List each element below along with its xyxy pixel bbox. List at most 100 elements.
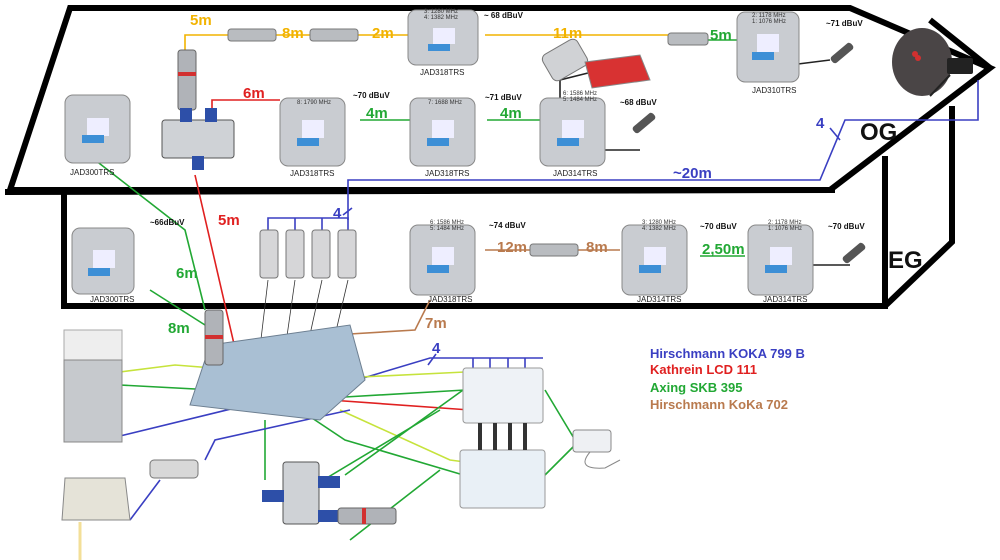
socket-eg-1-level: ~66dBuV xyxy=(150,218,185,227)
legend-item-lcd111: Kathrein LCD 111 xyxy=(650,362,757,377)
socket-og-6-freq-2: 5: 1484 MHz xyxy=(563,97,597,103)
socket-eg-4[interactable] xyxy=(747,224,814,296)
eg-top-line xyxy=(4,187,836,195)
socket-og-3-level: ~71 dBuV xyxy=(826,19,863,28)
socket-og-3[interactable] xyxy=(736,11,800,83)
socket-eg-3-model: JAD314TRS xyxy=(637,295,681,304)
socket-og-5[interactable] xyxy=(409,97,476,167)
antenna-og-2 xyxy=(632,112,656,134)
socket-eg-2-model: JAD318TRS xyxy=(428,295,472,304)
length-brown-12m: 12m xyxy=(497,239,527,256)
inline-filter xyxy=(149,459,199,479)
count-blue-og: 4 xyxy=(816,115,825,132)
socket-eg-3-level: ~70 dBuV xyxy=(700,222,737,231)
f-coupler-3 xyxy=(667,32,709,46)
socket-eg-4-level: ~70 dBuV xyxy=(828,222,865,231)
socket-og-4-level: ~70 dBuV xyxy=(353,91,390,100)
satellite-dish xyxy=(892,28,973,97)
socket-og-6-level: ~68 dBuV xyxy=(620,98,657,107)
socket-eg-4-freq-2: 1: 1076 MHz xyxy=(768,226,802,232)
socket-eg-1-model: JAD300TRS xyxy=(90,295,134,304)
grounding-rail xyxy=(189,324,366,421)
legend-item-skb395: Axing SKB 395 xyxy=(650,380,742,395)
length-green-top: 5m xyxy=(710,27,732,44)
ptc-3 xyxy=(311,229,331,279)
devices xyxy=(61,9,866,560)
dish-icon xyxy=(892,28,952,96)
multiswitch-links xyxy=(478,423,527,450)
eg-side-outline xyxy=(882,106,955,309)
cable-green-8m xyxy=(149,289,206,326)
floor-label-og: OG xyxy=(860,119,897,146)
labels-og: 5m 8m 2m 11m 5m 6m 4m 4m ~20m 4 JAD300TR… xyxy=(70,9,863,182)
length-red-5m: 5m xyxy=(218,212,240,229)
iec-adapter xyxy=(541,38,589,82)
socket-og-3-freq-1: 2: 1178 MHz xyxy=(752,13,786,19)
length-yellow-3: 2m xyxy=(372,25,394,42)
length-green-8m: 8m xyxy=(168,320,190,337)
cable-red-5m xyxy=(194,174,241,371)
splitter-basement[interactable] xyxy=(282,461,320,525)
socket-og-1[interactable] xyxy=(64,94,131,164)
socket-og-2[interactable] xyxy=(407,9,479,66)
socket-og-4-freq-1: 8: 1790 MHz xyxy=(297,100,331,106)
lnb-icon xyxy=(947,58,973,74)
antenna-og-1 xyxy=(830,42,854,64)
socket-eg-2-freq-1: 6: 1586 MHz xyxy=(430,220,464,226)
socket-og-2-freq-2: 4: 1382 MHz xyxy=(424,15,458,21)
cable-blue-20m xyxy=(347,80,979,220)
f-coupler-4 xyxy=(529,243,579,257)
ptc-1 xyxy=(259,229,279,279)
socket-eg-4-model: JAD314TRS xyxy=(763,295,807,304)
socket-og-3-model: JAD310TRS xyxy=(752,86,796,95)
floor-label-eg: EG xyxy=(888,247,923,274)
cable-blue-bus xyxy=(267,217,349,230)
f-coupler-2 xyxy=(309,28,359,42)
socket-eg-1[interactable] xyxy=(71,227,135,295)
socket-og-5-level: ~71 dBuV xyxy=(485,93,522,102)
antenna-eg xyxy=(842,242,866,264)
length-yellow-4: 11m xyxy=(553,25,582,42)
socket-eg-4-freq-1: 2: 1178 MHz xyxy=(768,220,802,226)
multiswitch-2[interactable] xyxy=(459,449,546,509)
labels-eg: ~66dBuV JAD300TRS 6: 1586 MHz 5: 1484 MH… xyxy=(90,205,865,304)
roof-line xyxy=(928,17,992,71)
socket-og-5-freq-1: 7: 1688 MHz xyxy=(428,100,462,106)
cable-red-6m xyxy=(211,99,280,110)
length-brown-7m: 7m xyxy=(425,315,447,332)
count-blue-eg: 4 xyxy=(333,205,342,222)
socket-og-4[interactable] xyxy=(279,97,346,167)
socket-og-1-model: JAD300TRS xyxy=(70,168,114,177)
splitter-og[interactable] xyxy=(161,119,235,159)
length-red-6m: 6m xyxy=(243,85,265,102)
optical-lnb-converter[interactable] xyxy=(61,477,131,521)
cable-legend: Hirschmann KOKA 799 B Kathrein LCD 111 A… xyxy=(650,346,805,412)
socket-og-2-level: ~ 68 dBuV xyxy=(484,11,524,20)
length-blue-20m: ~20m xyxy=(673,165,712,182)
f-coupler-1 xyxy=(227,28,277,42)
legend-item-koka702: Hirschmann KoKa 702 xyxy=(650,397,788,412)
socket-og-3-freq-2: 1: 1076 MHz xyxy=(752,19,786,25)
socket-eg-2-freq-2: 5: 1484 MHz xyxy=(430,226,464,232)
socket-og-5-model: JAD318TRS xyxy=(425,169,469,178)
amplifier-top xyxy=(63,329,123,361)
length-yellow-2: 8m xyxy=(282,25,304,42)
ptc-2 xyxy=(285,229,305,279)
socket-eg-2[interactable] xyxy=(409,224,476,296)
count-blue-basement: 4 xyxy=(432,340,441,357)
socket-og-6[interactable] xyxy=(539,97,606,167)
cable-blue-multiswitch xyxy=(349,357,543,383)
socket-eg-3[interactable] xyxy=(621,224,688,296)
socket-eg-3-freq-2: 4: 1382 MHz xyxy=(642,226,676,232)
amplifier[interactable] xyxy=(63,359,123,443)
labels-basement: 5m 6m 8m 7m 4 xyxy=(168,212,447,357)
length-yellow-1: 5m xyxy=(190,12,212,29)
power-supply xyxy=(572,429,612,453)
filter-og xyxy=(177,49,197,111)
length-green-250m: 2,50m xyxy=(702,241,745,258)
eg-floor-outline xyxy=(61,156,888,309)
multiswitch-1[interactable] xyxy=(462,367,544,424)
socket-og-6-model: JAD314TRS xyxy=(553,169,597,178)
ptc-4 xyxy=(337,229,357,279)
